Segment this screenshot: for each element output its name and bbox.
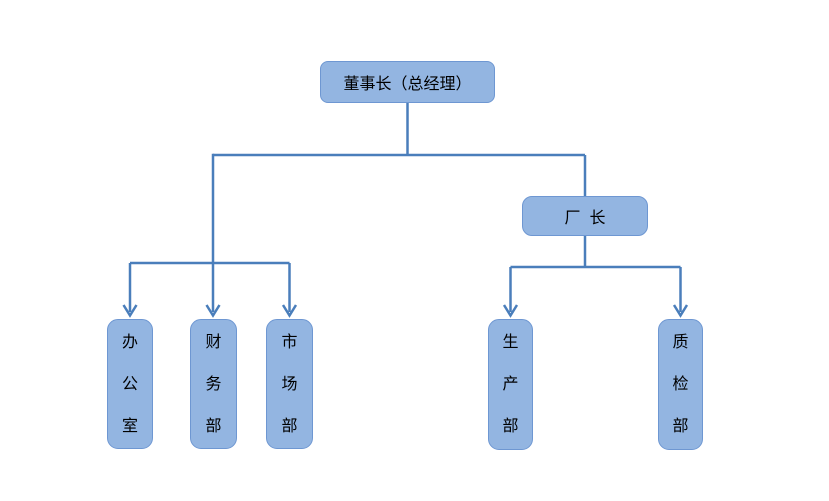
org-node-market-dept: 市 场 部 bbox=[266, 319, 313, 449]
org-node-production-dept: 生 产 部 bbox=[488, 319, 533, 450]
org-node-office: 办 公 室 bbox=[107, 319, 153, 449]
org-node-production-dept-label: 生 产 部 bbox=[502, 334, 519, 435]
org-node-finance-dept-label: 财 务 部 bbox=[205, 334, 222, 435]
arrowhead-market bbox=[281, 304, 298, 318]
org-node-quality-dept-label: 质 检 部 bbox=[672, 334, 689, 435]
org-node-quality-dept: 质 检 部 bbox=[658, 319, 703, 450]
arrowhead-finance bbox=[205, 304, 221, 318]
org-node-finance-dept: 财 务 部 bbox=[190, 319, 237, 449]
arrowhead-production bbox=[502, 304, 519, 318]
arrowhead-quality bbox=[672, 304, 689, 318]
org-node-market-dept-label: 市 场 部 bbox=[281, 334, 298, 435]
org-node-chairman-label: 董事长（总经理） bbox=[343, 76, 472, 93]
arrowhead-office bbox=[122, 304, 138, 318]
org-node-factory-director-label: 厂 长 bbox=[564, 210, 606, 227]
org-node-office-label: 办 公 室 bbox=[121, 334, 138, 435]
org-node-chairman: 董事长（总经理） bbox=[320, 61, 495, 103]
org-node-factory-director: 厂 长 bbox=[522, 196, 648, 236]
